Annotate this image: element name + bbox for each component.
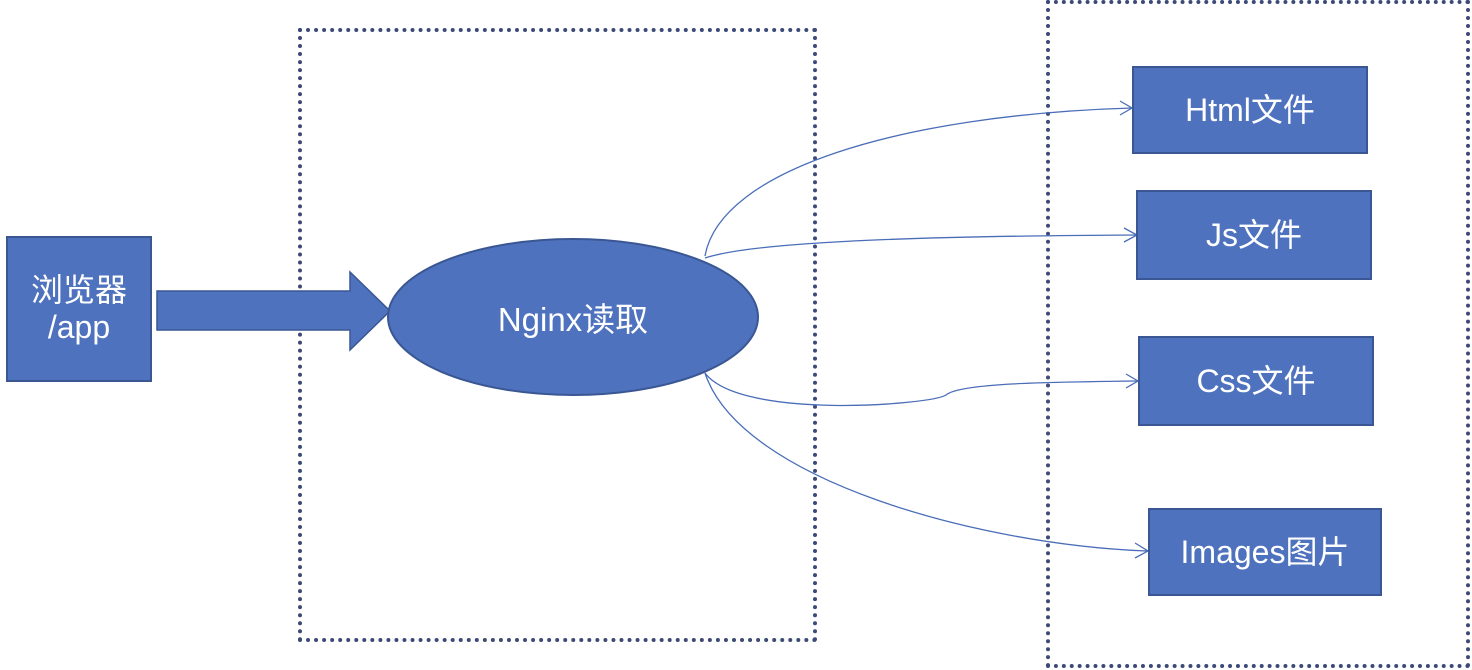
nginx-group-box [298,28,817,642]
files-group-box [1046,0,1470,668]
images-label: Images图片 [1180,533,1350,570]
edge-nginx-to-js [704,234,1138,259]
browser-node[interactable]: 浏览器 /app [6,236,152,382]
browser-to-nginx-block-arrow [156,270,392,352]
js-file-label: Js文件 [1205,216,1302,253]
browser-label-line1: 浏览器 [30,272,127,309]
images-node[interactable]: Images图片 [1148,508,1382,596]
js-file-node[interactable]: Js文件 [1136,190,1372,280]
html-file-label: Html文件 [1185,91,1315,128]
edge-nginx-to-css [704,372,1139,407]
browser-label-line2: /app [47,309,111,345]
html-file-node[interactable]: Html文件 [1132,66,1368,154]
css-file-node[interactable]: Css文件 [1138,336,1374,426]
css-file-label: Css文件 [1196,362,1316,399]
nginx-ellipse[interactable] [387,238,759,396]
edge-nginx-to-images [704,372,1149,552]
edge-nginx-to-html [704,107,1133,257]
